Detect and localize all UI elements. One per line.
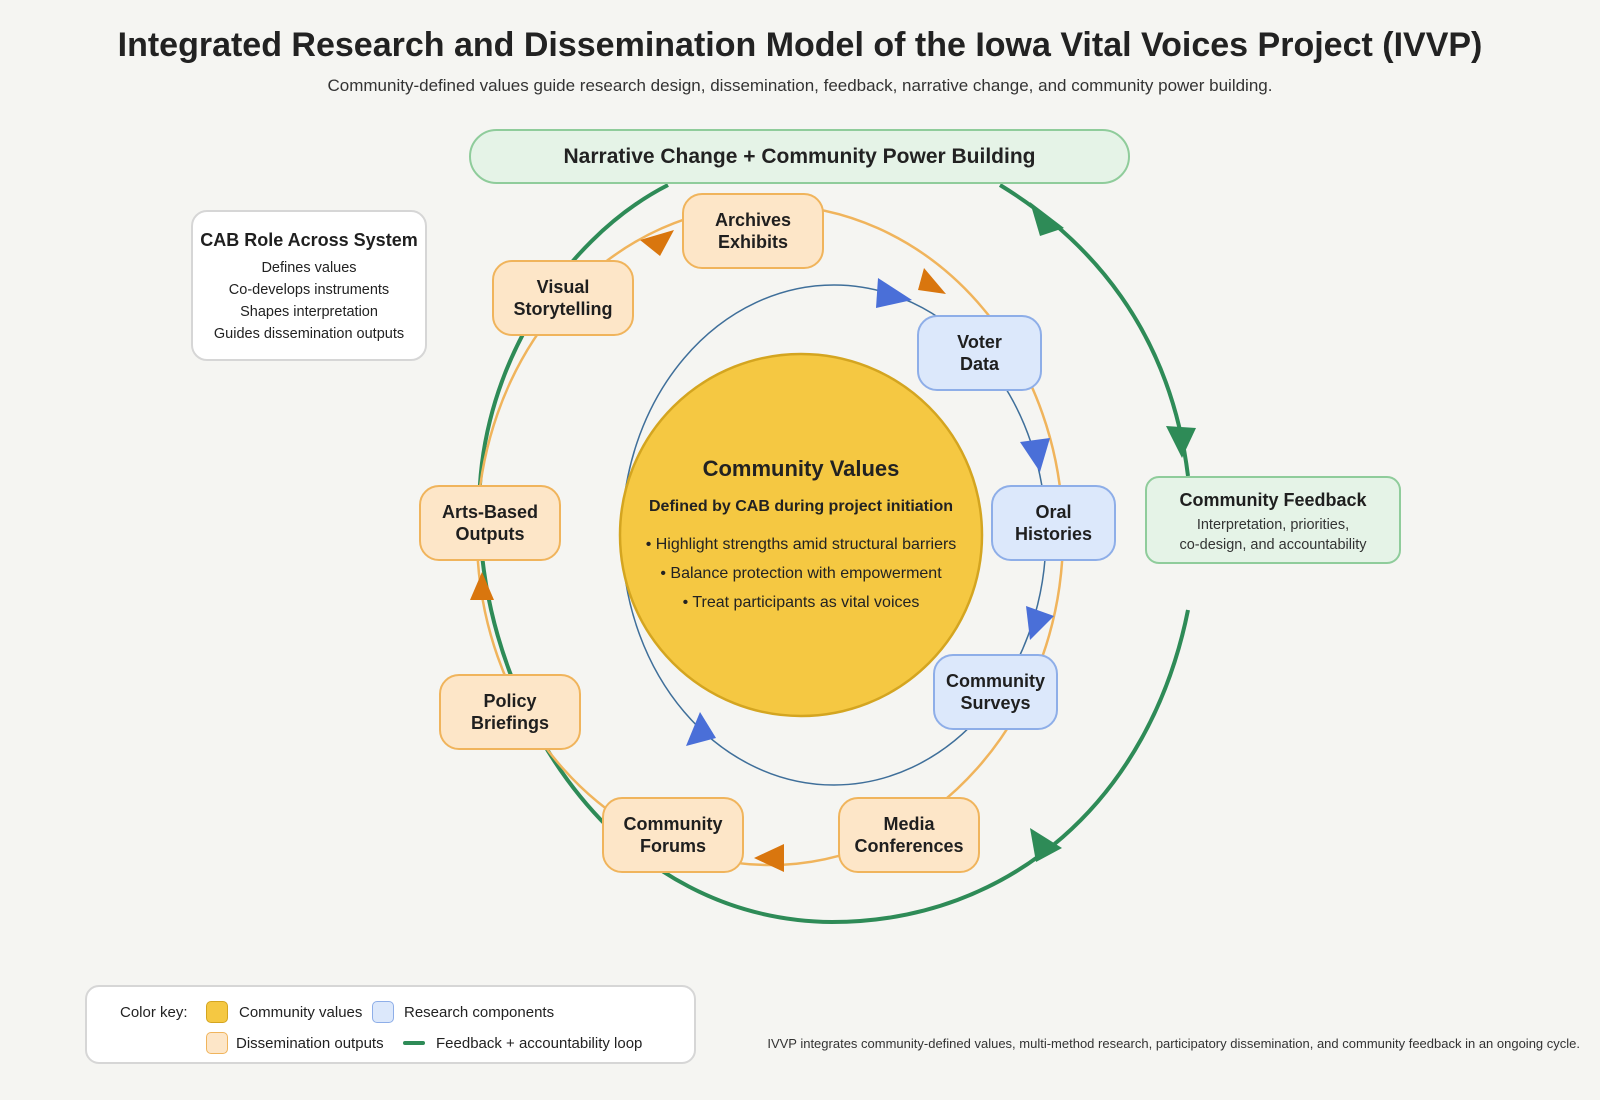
narrative-change-banner: Narrative Change + Community Power Build…	[469, 129, 1130, 184]
color-key-legend: Color key: Community values Research com…	[85, 985, 696, 1064]
cab-role-line: Guides dissemination outputs	[213, 326, 405, 342]
research-arrow-voter-oral	[1020, 438, 1050, 472]
legend-item-research-components: Research components	[404, 1004, 555, 1021]
footnote: IVVP integrates community-defined values…	[767, 1036, 1580, 1051]
node-community-surveys: Community Surveys	[933, 654, 1058, 730]
page-subtitle: Community-defined values guide research …	[327, 76, 1273, 95]
dissem-arrow-visual-archives	[640, 230, 674, 256]
community-feedback-box: Community Feedback Interpretation, prior…	[1145, 476, 1401, 564]
community-feedback-title: Community Feedback	[1179, 490, 1367, 510]
community-values-subtitle: Defined by CAB during project initiation	[649, 498, 953, 515]
node-voter-data: Voter Data	[917, 315, 1042, 391]
dissem-arrow-policy-arts	[470, 572, 494, 600]
node-media-conferences: Media Conferences	[838, 797, 980, 873]
cab-role-line: Shapes interpretation	[240, 304, 378, 320]
page-title: Integrated Research and Dissemination Mo…	[117, 26, 1483, 64]
community-values-text: Community Values Defined by CAB during p…	[620, 352, 982, 714]
legend-item-feedback-loop: Feedback + accountability loop	[436, 1035, 643, 1052]
legend-label: Color key:	[120, 1004, 188, 1021]
feedback-arrow-bottom	[1030, 828, 1062, 862]
research-arrow-bottom-left	[686, 712, 716, 746]
legend-item-community-values: Community values	[239, 1004, 363, 1021]
community-values-bullet: • Balance protection with empowerment	[660, 565, 942, 582]
node-arts-based-outputs: Arts-Based Outputs	[419, 485, 561, 561]
cab-role-line: Defines values	[261, 260, 357, 276]
feedback-arrow-right	[1166, 426, 1196, 458]
legend-swatch-feedback-loop	[403, 1041, 425, 1045]
community-values-circle	[618, 352, 984, 718]
legend-swatch-research-components	[372, 1001, 394, 1023]
node-visual-storytelling: Visual Storytelling	[492, 260, 634, 336]
dissem-arrow-archives-voter	[918, 268, 946, 294]
node-oral-histories: Oral Histories	[991, 485, 1116, 561]
legend-swatch-dissemination-outputs	[206, 1032, 228, 1054]
cab-role-box: CAB Role Across System Defines values Co…	[191, 210, 427, 361]
community-values-bullet: • Highlight strengths amid structural ba…	[645, 536, 957, 553]
research-arrow-top	[876, 278, 912, 308]
community-feedback-body: Interpretation, priorities, co-design, a…	[1179, 517, 1367, 553]
cab-role-title: CAB Role Across System	[200, 230, 418, 250]
node-community-forums: Community Forums	[602, 797, 744, 873]
legend-item-dissemination-outputs: Dissemination outputs	[236, 1035, 384, 1052]
node-policy-briefings: Policy Briefings	[439, 674, 581, 750]
legend-swatch-community-values	[206, 1001, 228, 1023]
feedback-arrow-top	[1030, 202, 1064, 236]
cab-role-line: Co-develops instruments	[228, 282, 390, 298]
node-archives-exhibits: Archives Exhibits	[682, 193, 824, 269]
research-arrow-oral-surveys	[1026, 606, 1054, 640]
community-values-title: Community Values	[702, 456, 900, 481]
community-values-bullet: • Treat participants as vital voices	[682, 594, 920, 611]
dissem-arrow-media-forums	[754, 844, 784, 872]
